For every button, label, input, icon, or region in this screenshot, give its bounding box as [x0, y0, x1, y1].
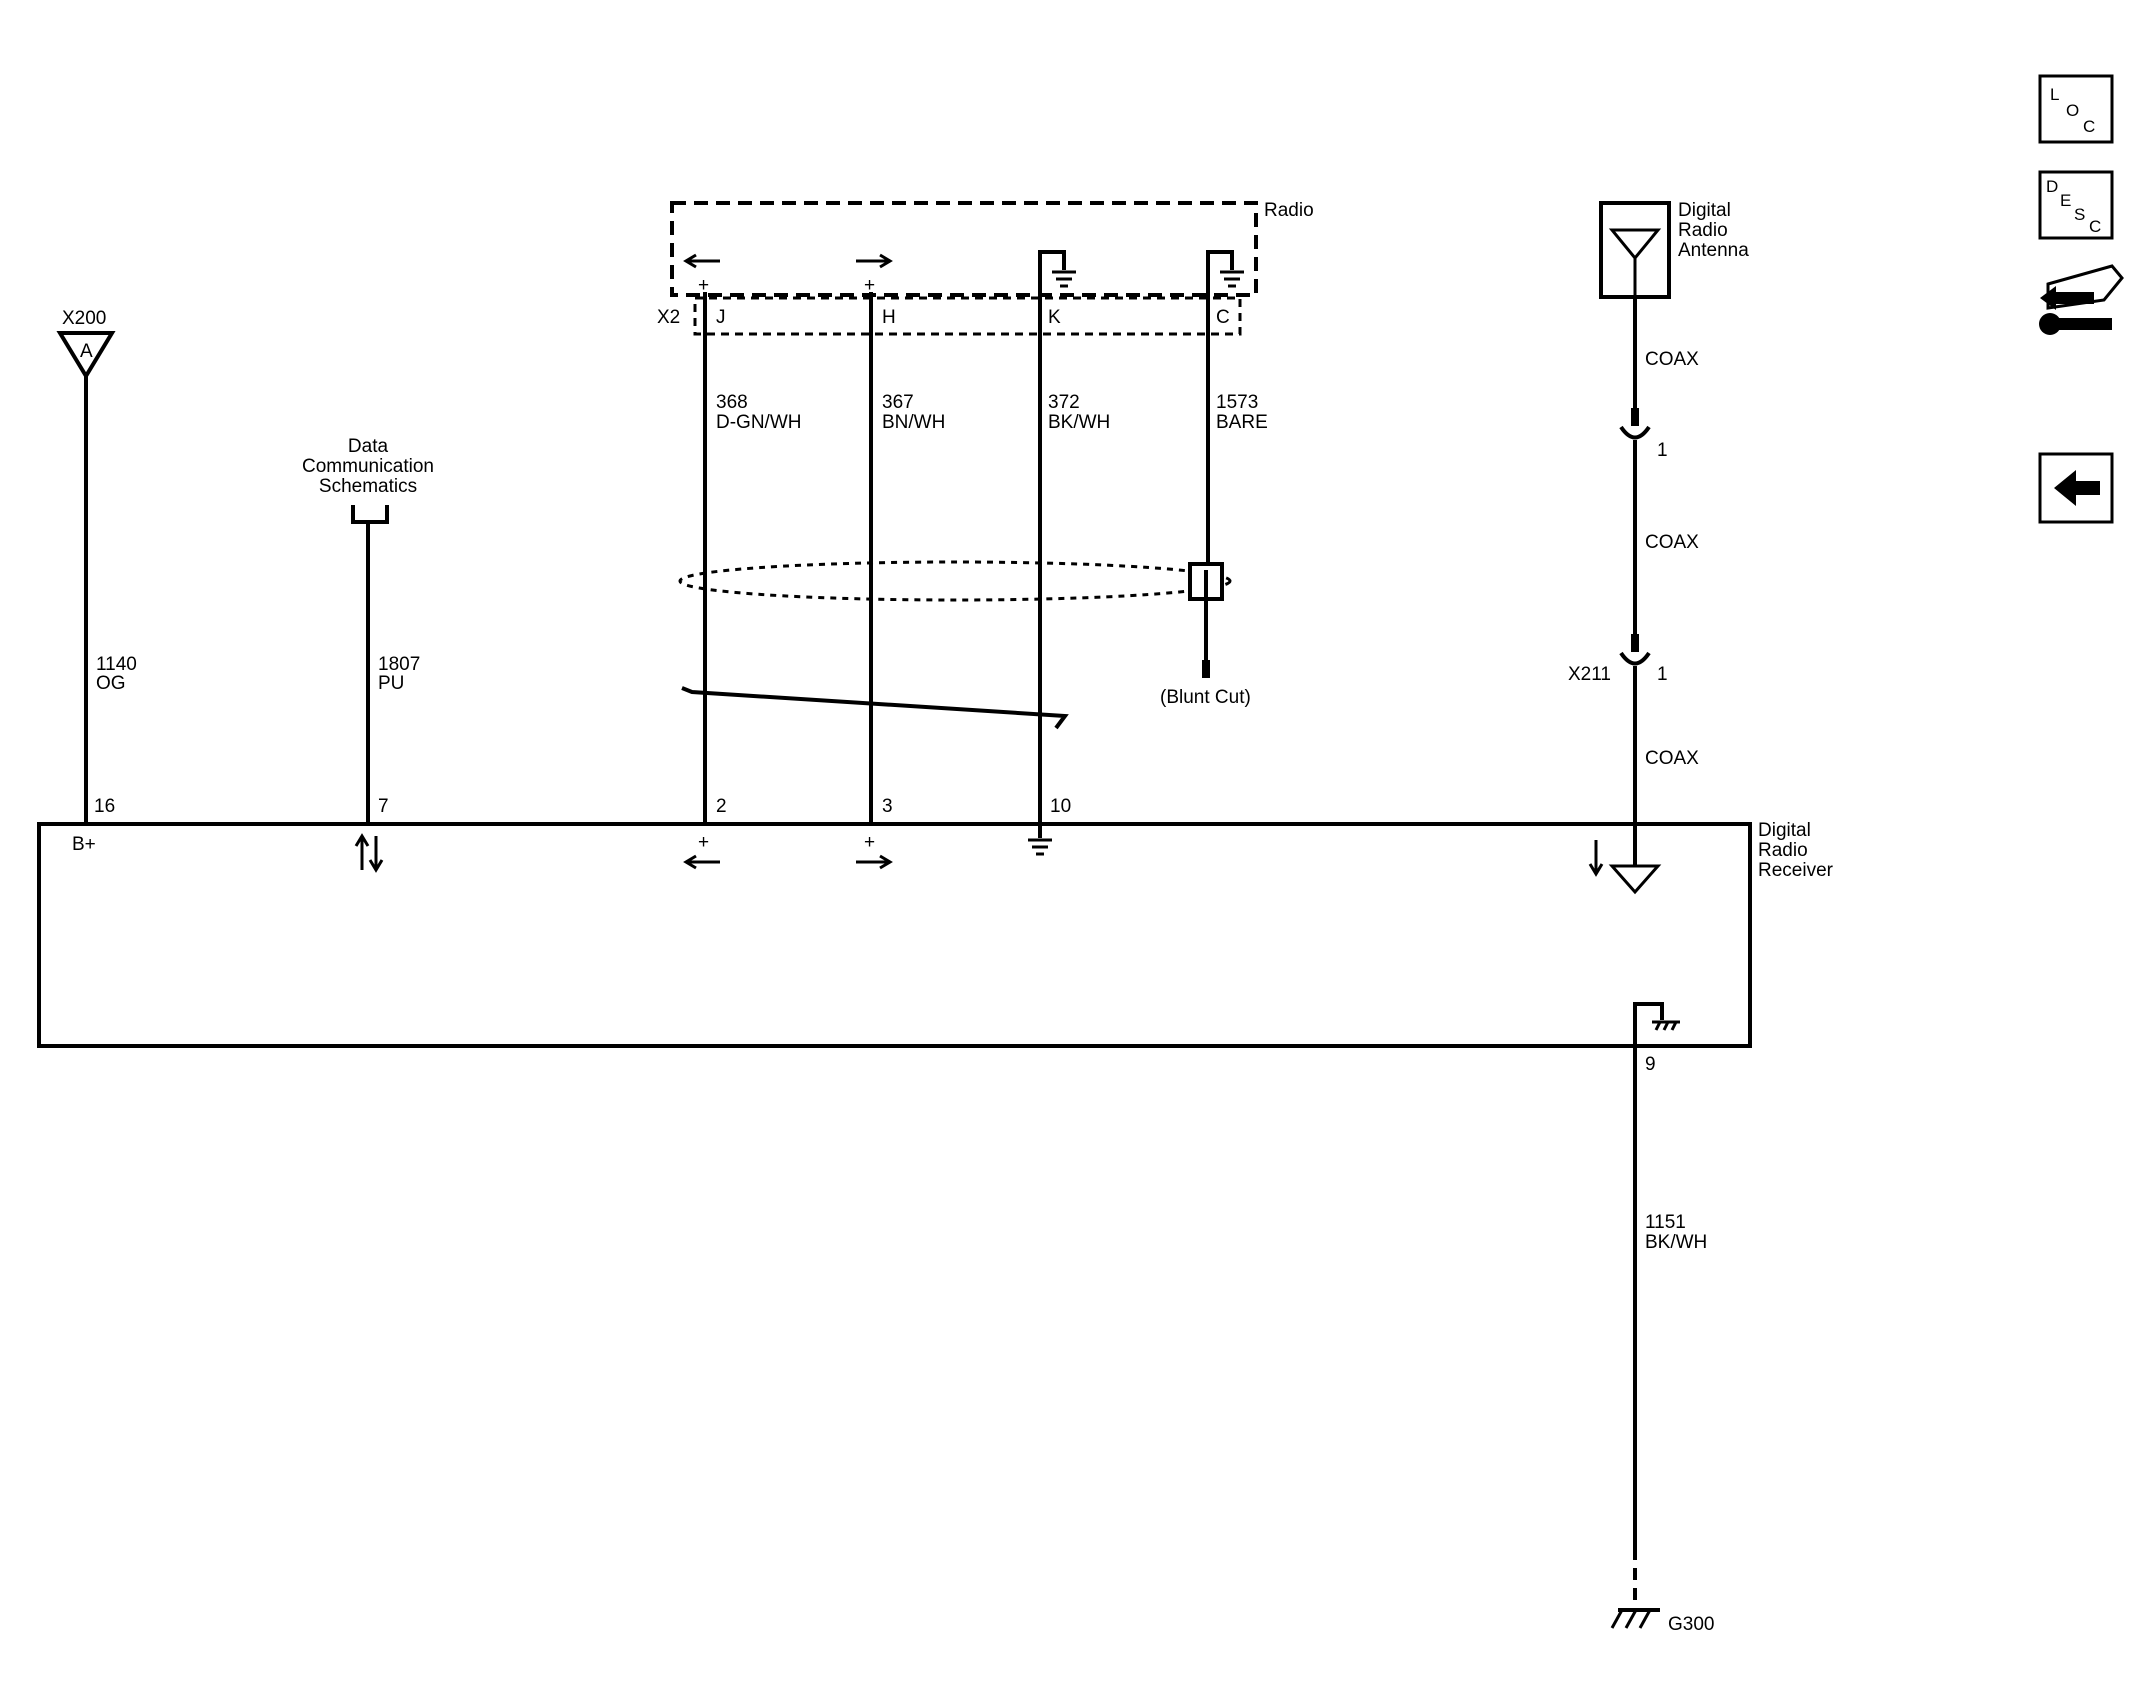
wrench-icon — [2050, 318, 2112, 330]
wire-372-color: BK/WH — [1048, 412, 1110, 433]
data-comm-label-2: Communication — [302, 456, 434, 477]
shield-ellipse — [678, 560, 1232, 602]
wire-372-circuit: 372 — [1048, 392, 1080, 413]
pin-9-label: 9 — [1645, 1054, 1656, 1075]
back-button[interactable] — [2038, 452, 2114, 524]
wire-367-circuit: 367 — [882, 392, 914, 413]
loc-letter-c: C — [2083, 117, 2095, 136]
digital-radio-receiver-box — [37, 822, 1752, 1048]
wire-368-color: D-GN/WH — [716, 412, 801, 433]
coax-label-2: COAX — [1645, 532, 1699, 553]
blunt-cut-label: (Blunt Cut) — [1160, 687, 1251, 708]
loc-letter-l: L — [2050, 85, 2059, 104]
desc-letter-s: S — [2074, 205, 2085, 224]
loc-letter-o: O — [2066, 101, 2079, 120]
radio-left-arrow-icon — [683, 253, 720, 269]
wire-1807-circuit: 1807 — [378, 654, 420, 675]
radio-ground-c-icon — [1206, 250, 1244, 334]
receiver-plus-2: + — [698, 832, 709, 853]
loc-button[interactable]: L O C — [2038, 74, 2114, 144]
coax-pin-2-label: 1 — [1657, 664, 1668, 685]
connector-repair-button[interactable] — [2039, 264, 2124, 335]
coax-connector-2-male — [1631, 634, 1639, 652]
radio-pin-k: K — [1048, 307, 1061, 328]
pin-7-label: 7 — [378, 796, 389, 817]
wire-368-circuit: 368 — [716, 392, 748, 413]
wire-1573-circuit: 1573 — [1216, 392, 1258, 413]
wire-1573-color: BARE — [1216, 412, 1268, 433]
radio-right-arrow-icon — [856, 253, 893, 269]
antenna-label-2: Radio — [1678, 220, 1728, 241]
wire-1151-circuit: 1151 — [1645, 1212, 1686, 1233]
x211-label: X211 — [1568, 664, 1611, 685]
receiver-label-1: Digital — [1758, 820, 1811, 841]
radio-ground-k-icon — [1038, 250, 1076, 334]
wire-1140-circuit: 1140 — [96, 654, 137, 675]
x200-label: X200 — [62, 308, 106, 329]
pin-3-label: 3 — [882, 796, 893, 817]
receiver-antenna-input-icon — [1588, 840, 1662, 895]
coax-connector-1-female — [1619, 425, 1651, 440]
coax-label-3: COAX — [1645, 748, 1699, 769]
x200-pin-label: A — [80, 341, 93, 362]
b-plus-label: B+ — [72, 834, 96, 855]
radio-pin-c: C — [1216, 307, 1230, 328]
wire-1807-color: PU — [378, 673, 404, 694]
receiver-label-2: Radio — [1758, 840, 1808, 861]
receiver-plus-3: + — [864, 832, 875, 853]
pin-2-label: 2 — [716, 796, 727, 817]
receiver-ground-10-icon — [1028, 824, 1052, 856]
desc-button[interactable]: D E S C — [2038, 170, 2114, 240]
data-communication-link[interactable]: Data Communication Schematics — [302, 436, 434, 524]
coax-label-1: COAX — [1645, 349, 1699, 370]
coax-pin-1-label: 1 — [1657, 440, 1668, 461]
wire-1140-color: OG — [96, 673, 126, 694]
bidirectional-arrow-icon — [354, 833, 384, 873]
radio-pin-j: J — [716, 307, 726, 328]
double-arrow-icon — [2040, 286, 2094, 310]
coax-connector-1-male — [1631, 408, 1639, 426]
x200-connector: X200 A — [56, 308, 116, 380]
desc-letter-c: C — [2089, 217, 2101, 236]
x2-connector-outline — [693, 296, 1242, 336]
radio-module-outline — [670, 201, 1258, 297]
x2-label: X2 — [657, 307, 680, 328]
radio-pin-h: H — [882, 307, 896, 328]
radio-plus-h: + — [864, 275, 875, 296]
back-arrow-icon — [2054, 470, 2100, 506]
radio-label: Radio — [1264, 200, 1314, 221]
data-comm-label-3: Schematics — [319, 476, 417, 497]
receiver-right-arrow-icon — [856, 854, 893, 870]
wire-367-color: BN/WH — [882, 412, 945, 433]
desc-letter-d: D — [2046, 177, 2058, 196]
pin-16-label: 16 — [94, 796, 115, 817]
antenna-label-1: Digital — [1678, 200, 1731, 221]
data-comm-bracket — [351, 505, 389, 524]
twisted-pair-marker — [681, 686, 1069, 730]
coax-connector-2-female — [1619, 651, 1651, 666]
ground-g300-icon — [1610, 1608, 1660, 1629]
receiver-label-3: Receiver — [1758, 860, 1834, 881]
wire-1151-color: BK/WH — [1645, 1232, 1707, 1253]
antenna-label-3: Antenna — [1678, 240, 1749, 261]
data-comm-label-1: Data — [348, 436, 389, 457]
pin-10-label: 10 — [1050, 796, 1071, 817]
radio-plus-j: + — [698, 275, 709, 296]
desc-letter-e: E — [2060, 191, 2071, 210]
x200-inline-connector — [56, 331, 116, 380]
receiver-ground-9-icon — [1633, 1002, 1680, 1046]
blunt-cut-end — [1202, 660, 1210, 678]
antenna-icon — [1608, 228, 1662, 297]
g300-label: G300 — [1668, 1614, 1714, 1635]
receiver-left-arrow-icon — [683, 854, 720, 870]
wrench-head-icon — [2039, 313, 2061, 335]
